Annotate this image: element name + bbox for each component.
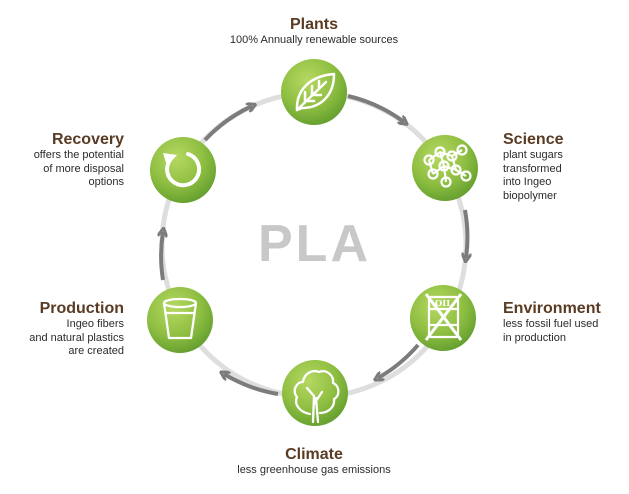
cup-icon [162,297,198,340]
molecules-icon [423,144,472,188]
node-recovery [150,137,216,203]
recycle-arrow-icon [163,152,202,188]
production-desc-line2: and natural plastics [29,331,124,344]
plants-desc-line1: 100% Annually renewable sources [229,34,399,46]
production-title: Production [39,300,124,317]
recovery-desc-line2: of more disposal [43,162,124,175]
node-climate [282,360,348,426]
production-desc-line1: Ingeo fibers [66,318,124,330]
label-recovery: Recovery offers the potential of more di… [4,131,124,190]
arrow-production-to-recovery [161,232,163,281]
arrow-plants-to-science [347,94,404,122]
science-desc-line2: transformed [503,162,562,175]
label-production: Production Ingeo fibers and natural plas… [4,300,124,359]
node-environment: OIL [410,285,476,351]
arrow-science-to-environment [465,209,467,258]
science-desc-line3: into Ingeo [503,176,552,188]
science-desc-line4: biopolymer [503,189,557,202]
production-desc-line3: are created [68,345,124,357]
arrow-environment-to-climate [378,343,420,378]
environment-desc-line2: in production [503,331,566,344]
tree-icon [293,370,340,424]
oil-text-icon: OIL [435,299,452,309]
center-label-pla: PLA [258,215,371,273]
environment-title: Environment [503,300,601,317]
recovery-desc-line3: options [88,176,124,188]
science-desc-line1: plant sugars [503,149,563,161]
cycle-arrows [161,94,467,396]
node-science [412,135,478,201]
arrow-recovery-to-plants [203,106,252,142]
label-environment: Environment less fossil fuel used in pro… [503,300,627,345]
leaf-icon [295,72,336,112]
label-plants: Plants 100% Annually renewable sources [164,16,464,48]
node-production [147,287,213,353]
science-title: Science [503,131,564,148]
recovery-title: Recovery [51,131,124,148]
arrow-climate-to-production [224,374,279,396]
label-climate: Climate less greenhouse gas emissions [164,446,464,478]
climate-desc-line1: less greenhouse gas emissions [237,464,391,476]
environment-desc-line1: less fossil fuel used [503,318,599,330]
plants-title: Plants [289,16,338,33]
climate-title: Climate [285,446,343,463]
node-plants [281,59,347,125]
no-oil-barrel-icon [424,293,463,341]
label-science: Science plant sugars transformed into In… [503,131,623,203]
recovery-desc-line1: offers the potential [33,149,124,161]
